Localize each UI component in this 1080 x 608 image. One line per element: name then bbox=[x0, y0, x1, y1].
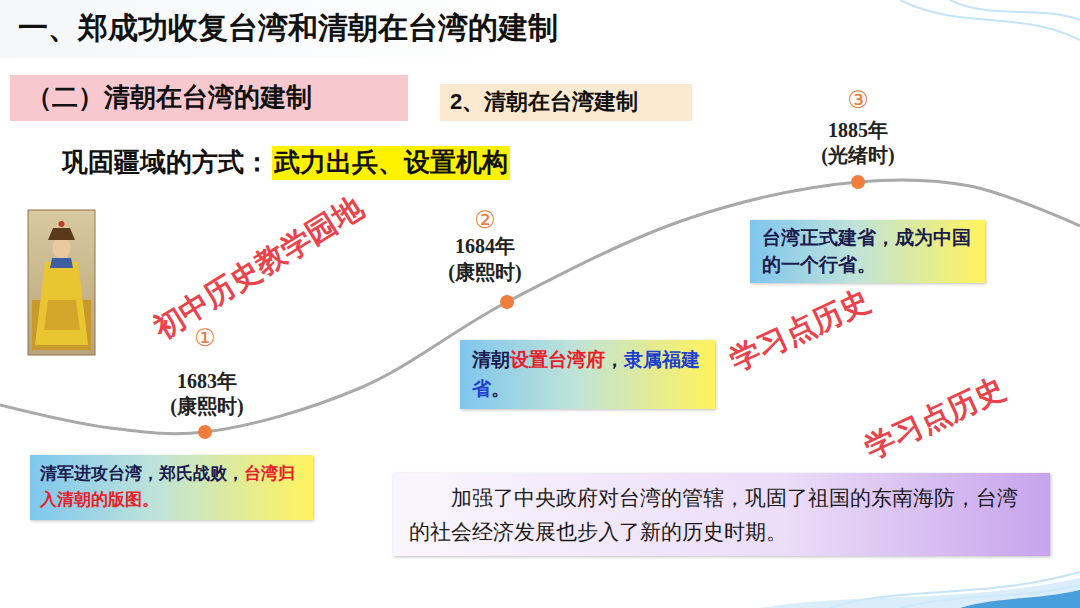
timeline-dot bbox=[500, 295, 514, 309]
watermark: 初中历史教学园地 bbox=[147, 189, 370, 347]
event-box: 清军进攻台湾，郑氏战败，台湾归入清朝的版图。 bbox=[30, 455, 313, 520]
subsection-band: 2、清朝在台湾建制 bbox=[440, 84, 692, 121]
node-text: ， bbox=[605, 349, 624, 370]
node-text: 武力出兵、设置机构 bbox=[274, 147, 508, 177]
callout-number: ② bbox=[474, 206, 496, 235]
highlight-band: 武力出兵、设置机构 bbox=[272, 146, 510, 180]
reign-label: (康熙时) bbox=[448, 260, 521, 284]
year-label: 1885年 bbox=[828, 118, 888, 142]
watermark: 学习点历史 bbox=[724, 282, 875, 378]
node-text: （二）清朝在台湾的建制 bbox=[26, 82, 312, 112]
watermark: 学习点历史 bbox=[859, 370, 1010, 466]
bottom-wave bbox=[760, 578, 1080, 608]
reign-label: (康熙时) bbox=[170, 394, 243, 418]
timeline-dot bbox=[851, 175, 865, 189]
timeline-curve bbox=[0, 180, 1080, 434]
reign-label: (光绪时) bbox=[821, 143, 894, 167]
callout-number: ① bbox=[194, 324, 216, 353]
node-text: 。 bbox=[491, 378, 510, 399]
node-text: 清军进攻台湾，郑氏战败， bbox=[40, 464, 244, 483]
node-text: 清朝 bbox=[472, 349, 510, 370]
node-text: 加强了中央政府对台湾的管辖，巩固了祖国的东南海防，台湾的社会经济发展也步入了新的… bbox=[409, 486, 1018, 543]
node-text: 2、清朝在台湾建制 bbox=[450, 89, 638, 114]
node-text: 设置台湾府 bbox=[510, 349, 605, 370]
callout-number: ③ bbox=[847, 86, 869, 115]
year-label: 1684年 bbox=[455, 234, 515, 258]
timeline-dot bbox=[198, 425, 212, 439]
slide-title: 一、郑成功收复台湾和清朝在台湾的建制 bbox=[18, 8, 558, 48]
timeline-dots bbox=[198, 175, 865, 439]
bottom-wave bbox=[960, 590, 1080, 608]
emperor-portrait bbox=[28, 210, 95, 355]
section-band: （二）清朝在台湾的建制 bbox=[10, 75, 408, 121]
event-box: 台湾正式建省，成为中国的一个行省。 bbox=[750, 220, 985, 283]
summary-box: 加强了中央政府对台湾的管辖，巩固了祖国的东南海防，台湾的社会经济发展也步入了新的… bbox=[393, 473, 1050, 556]
event-box: 清朝设置台湾府，隶属福建省。 bbox=[460, 340, 715, 409]
method-label: 巩固疆域的方式： bbox=[62, 146, 270, 180]
node-text: 台湾正式建省，成为中国的一个行省。 bbox=[762, 227, 971, 275]
title-bar bbox=[0, 0, 760, 58]
year-label: 1683年 bbox=[177, 369, 237, 393]
